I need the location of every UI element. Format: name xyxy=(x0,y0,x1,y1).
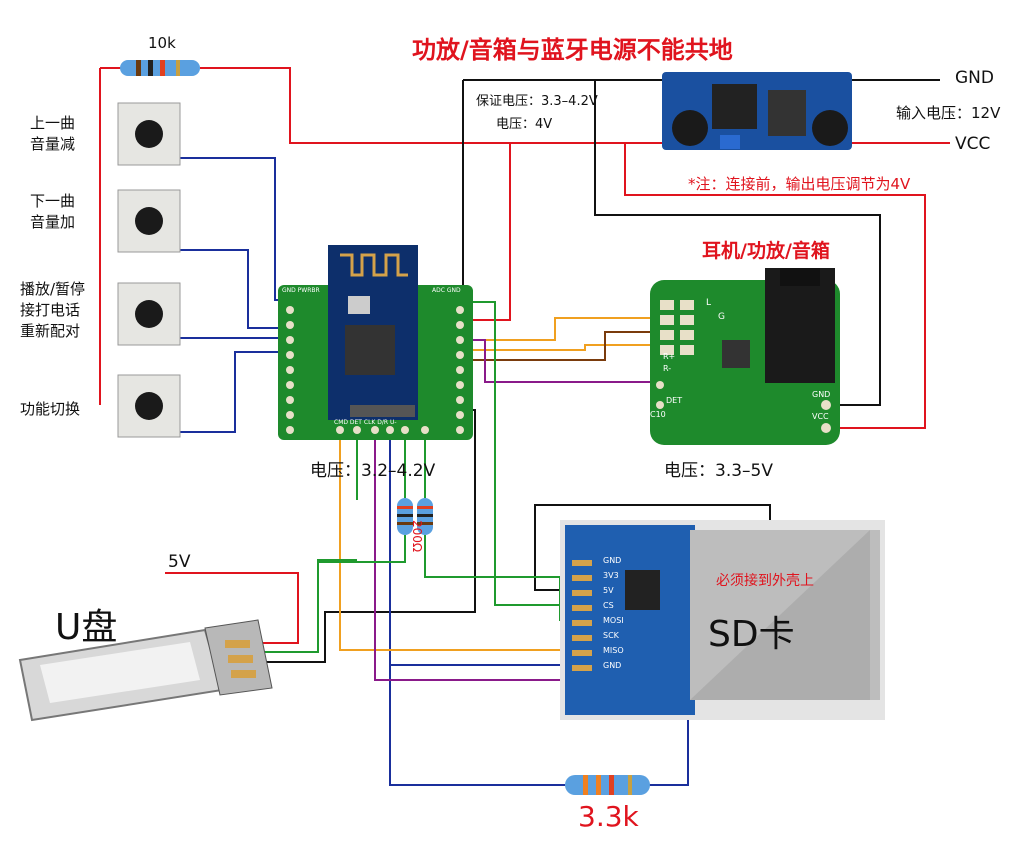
guarantee-voltage: 保证电压：3.3–4.2V xyxy=(476,94,598,109)
wire-orange-3 xyxy=(440,344,655,351)
bluetooth-module xyxy=(278,245,473,440)
wire-green-r xyxy=(318,430,406,563)
button-3-label-2: 接打电话 xyxy=(20,301,81,319)
wire-black-left xyxy=(248,409,476,663)
sd-pin-sck: SCK xyxy=(603,631,619,640)
buttons xyxy=(117,102,181,438)
wire-green-r2 xyxy=(424,430,575,621)
sd-pin-cs: CS xyxy=(603,601,614,610)
sd-pin-gnd-1: GND xyxy=(603,556,622,565)
wire-red-vcc xyxy=(624,143,926,429)
regulator-note: *注：连接前，输出电压调节为4V xyxy=(688,175,911,193)
regulator-gnd-label: GND xyxy=(955,68,994,88)
button-1-label-1: 上一曲 xyxy=(30,114,76,132)
resistors-200 xyxy=(397,498,433,535)
wire-blue-bottom xyxy=(389,430,689,786)
button-2-label-2: 音量加 xyxy=(30,213,76,231)
sd-card-label: SD卡 xyxy=(708,614,795,655)
bt-pins-bottom: CMD DET CLK D/R U- xyxy=(334,419,397,426)
button-3-label-1: 播放/暂停 xyxy=(20,280,86,298)
headphone-module-voltage: 电压：3.3–5V xyxy=(664,461,773,481)
wire-brown xyxy=(440,331,655,361)
wire-green-2 xyxy=(248,430,358,653)
button-1-label-2: 音量减 xyxy=(30,135,76,153)
button-2-label-1: 下一曲 xyxy=(30,192,76,210)
headphone-module xyxy=(650,268,840,445)
sd-pin-3v3: 3V3 xyxy=(603,571,619,580)
regulator-vcc-label: VCC xyxy=(955,134,991,154)
wire-black-gnd xyxy=(594,80,881,406)
regulator-input-voltage: 输入电压：12V xyxy=(896,104,1001,122)
sd-pin-miso: MISO xyxy=(603,646,624,655)
sd-pin-gnd-2: GND xyxy=(603,661,622,670)
wire-blue-1 xyxy=(180,157,300,301)
tact-button-4 xyxy=(117,374,181,438)
sd-pin-mosi: MOSI xyxy=(603,616,624,625)
resistor-10k xyxy=(120,60,200,76)
wire-blue-4 xyxy=(180,351,300,433)
tact-button-1 xyxy=(117,102,181,166)
bt-pins-top-right: ADC GND xyxy=(432,287,461,294)
usb-5v-label: 5V xyxy=(168,552,191,572)
diagram-title: 功放/音箱与蓝牙电源不能共地 xyxy=(412,36,733,64)
sd-shell-note: 必须接到外壳上 xyxy=(716,573,814,589)
resistor-200-a xyxy=(397,498,413,535)
tact-button-2 xyxy=(117,189,181,253)
resistor-200-label: 200Ω xyxy=(410,520,424,553)
headphone-pin-vcc: VCC xyxy=(812,412,829,421)
regulator-module xyxy=(662,72,852,150)
bt-pins-top-left: GND PWRBR xyxy=(282,287,320,294)
headphone-pin-rminus: R- xyxy=(663,364,672,373)
bt-supply-voltage: 电压：4V xyxy=(496,117,553,132)
resistor-3-3k xyxy=(565,775,650,795)
headphone-pin-g: G xyxy=(718,312,725,322)
button-4-label: 功能切换 xyxy=(20,400,81,418)
headphone-pin-c10: C10 xyxy=(650,410,666,419)
bt-module-voltage: 电压：3.2–4.2V xyxy=(310,461,436,481)
headphone-pin-rplus: R+ xyxy=(663,352,676,361)
tact-button-3 xyxy=(117,282,181,346)
headphone-pin-l: L xyxy=(706,298,712,308)
wire-red-10k xyxy=(99,67,950,405)
resistor-10k-label: 10k xyxy=(148,34,176,52)
sd-pin-5v: 5V xyxy=(603,586,614,595)
wire-orange-1 xyxy=(440,317,655,341)
wire-orange-2 xyxy=(339,430,575,651)
usb-drive xyxy=(18,619,273,722)
wire-purple-2 xyxy=(374,430,575,681)
headphone-module-title: 耳机/功放/音箱 xyxy=(702,240,830,262)
headphone-pin-gnd: GND xyxy=(812,390,831,399)
sd-module xyxy=(560,520,885,720)
headphone-pin-det: DET xyxy=(666,396,683,405)
wire-red-5v xyxy=(165,572,299,644)
resistor-200-b xyxy=(417,498,433,535)
button-3-label-3: 重新配对 xyxy=(20,322,81,340)
resistor-3-3k-label: 3.3k xyxy=(578,800,639,833)
wire-blue-2 xyxy=(180,249,300,329)
usb-label: U盘 xyxy=(55,607,118,648)
